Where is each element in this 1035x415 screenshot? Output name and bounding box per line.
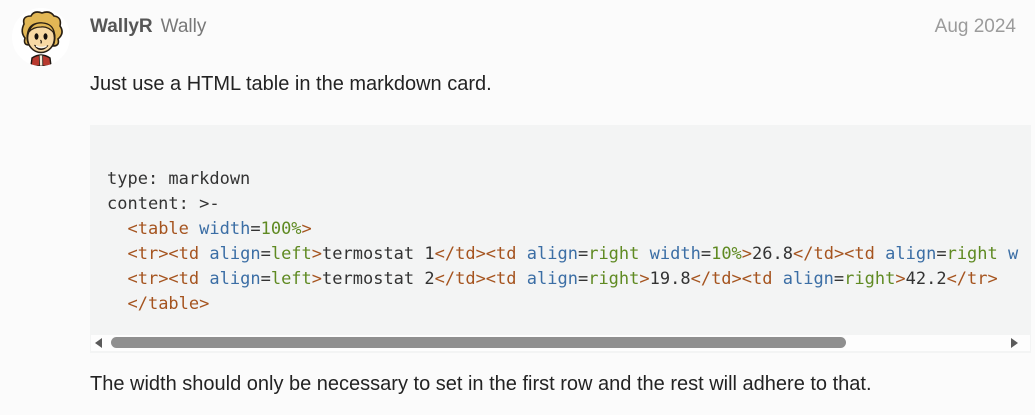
post-date: Aug 2024 xyxy=(934,16,1016,37)
avatar[interactable] xyxy=(12,8,70,66)
author-username[interactable]: WallyR xyxy=(90,16,153,37)
horizontal-scrollbar[interactable] xyxy=(91,335,1030,351)
avatar-cartoon-face-icon xyxy=(12,8,70,66)
scroll-right-arrow-icon[interactable] xyxy=(1011,338,1018,348)
scroll-left-arrow-icon[interactable] xyxy=(95,338,102,348)
post-paragraph-2: The width should only be necessary to se… xyxy=(90,373,872,395)
post-header: WallyR Wally Aug 2024 xyxy=(90,16,1016,38)
author-fullname: Wally xyxy=(160,16,207,37)
scrollbar-thumb[interactable] xyxy=(111,337,846,348)
post-paragraph-1: Just use a HTML table in the markdown ca… xyxy=(90,73,492,95)
